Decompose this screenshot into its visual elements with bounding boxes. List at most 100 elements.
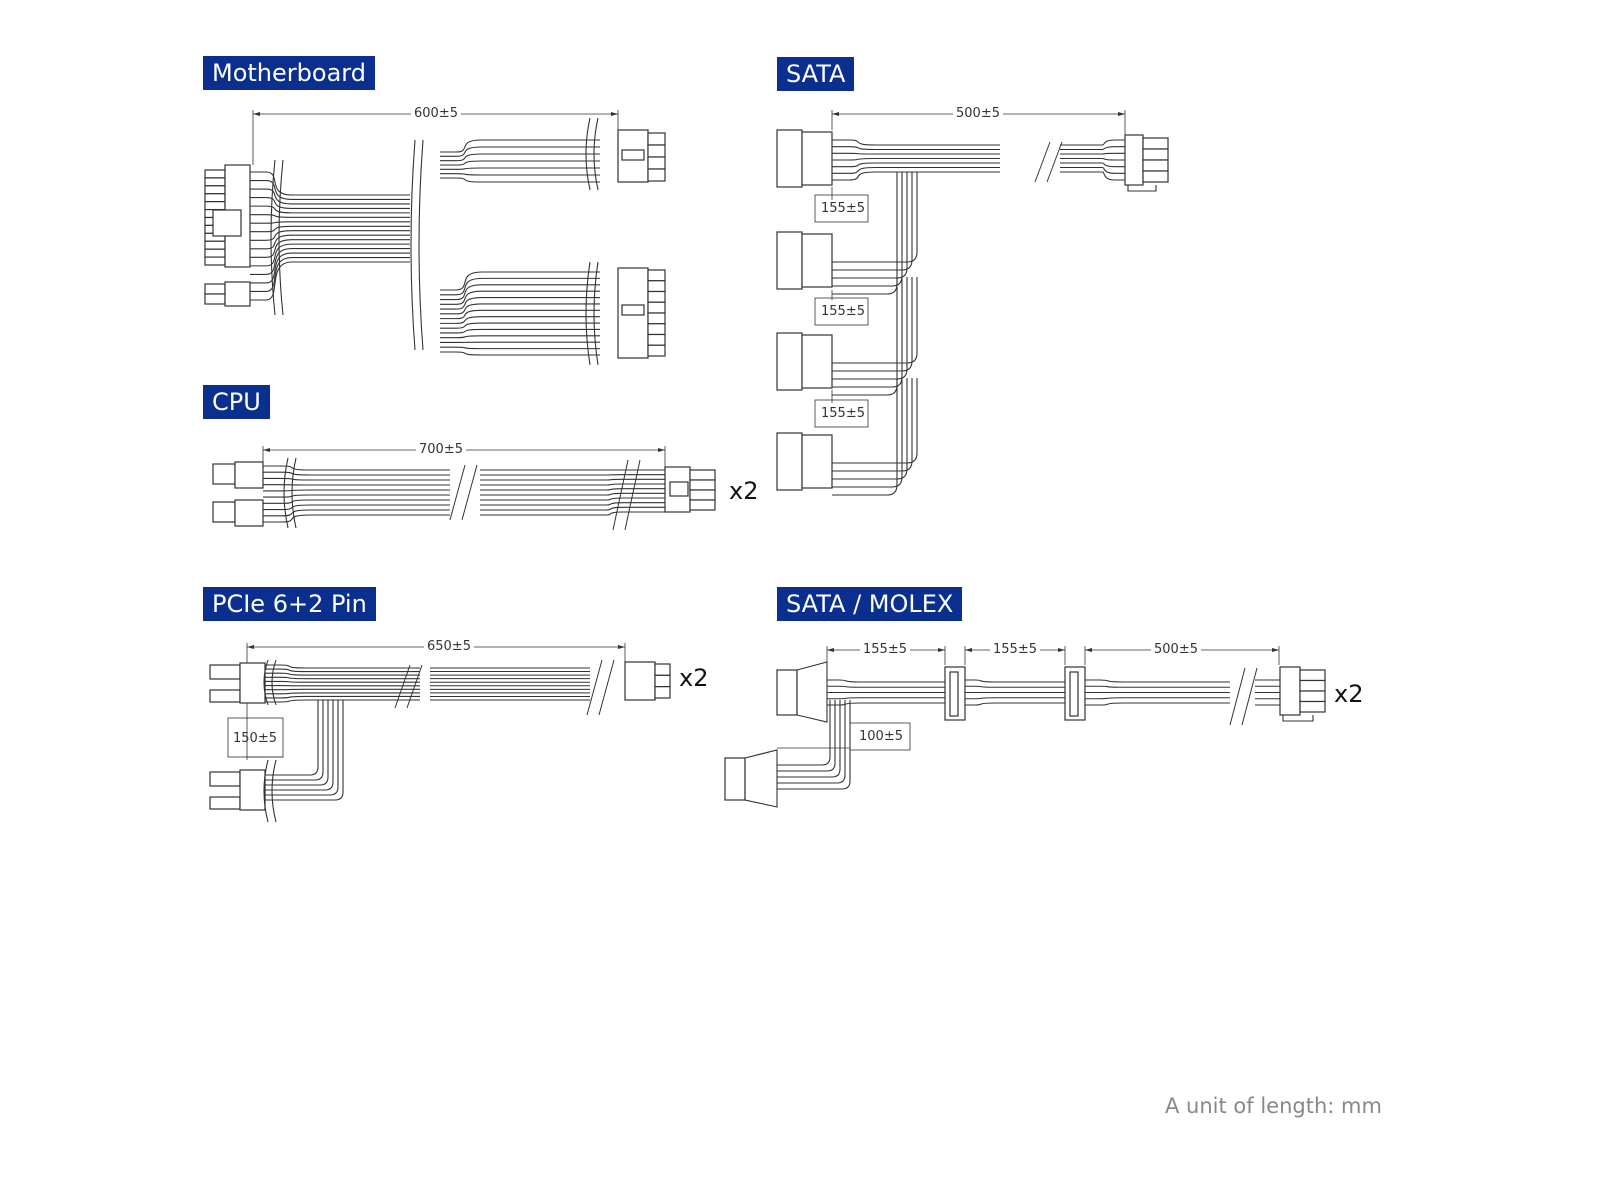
- cpu-wire: [263, 504, 450, 511]
- molex-branch-wire: [777, 700, 841, 778]
- cpu-title: CPU: [203, 385, 270, 419]
- motherboard-wire: [440, 290, 600, 305]
- sata-wire: [1100, 152, 1125, 155]
- pcie-wire: [265, 672, 420, 676]
- break-mark: [1241, 667, 1258, 726]
- connector-pin: [654, 663, 671, 676]
- sata-wire: [832, 139, 1000, 146]
- pcie-wire: [265, 699, 420, 703]
- break-mark: [270, 159, 276, 316]
- break-mark: [461, 464, 478, 521]
- atx24-pin: [204, 240, 226, 250]
- motherboard-wire: [440, 271, 600, 291]
- motherboard-wire: [250, 243, 410, 267]
- sata-dim-branch-1: 155±5: [821, 201, 865, 216]
- pcie-branch-wire: [265, 700, 324, 781]
- sata-wire: [1100, 162, 1125, 168]
- connector-pin: [647, 344, 666, 357]
- pcie-branch-wire: [265, 700, 329, 786]
- cpu-wire: [600, 492, 665, 496]
- sata-connector-body: [801, 233, 833, 288]
- sata-wire: [832, 162, 1000, 168]
- sata-molex-wire: [827, 679, 945, 683]
- pcie-wire: [265, 664, 420, 669]
- pcie-title: PCIe 6+2 Pin: [203, 587, 376, 621]
- sata-molex-dim-3: 500±5: [1151, 642, 1201, 658]
- motherboard-wire: [250, 239, 410, 258]
- atx4-pin: [204, 283, 226, 295]
- cpu-wire: [263, 471, 450, 476]
- atx24-latch: [212, 209, 242, 237]
- motherboard-wire: [250, 188, 410, 205]
- motherboard-wire: [250, 225, 410, 233]
- connector-pin: [1142, 148, 1169, 161]
- pcie-wire: [265, 676, 420, 680]
- sata-dim-length: 500±5: [953, 106, 1003, 122]
- cpu-wire: [600, 488, 665, 491]
- motherboard-wire: [250, 171, 410, 196]
- connector-pin: [1299, 700, 1326, 713]
- connector-pin: [1142, 170, 1169, 183]
- sata-connector-1: [776, 129, 803, 188]
- cpu-wire: [600, 502, 665, 506]
- sata-dim-branch-3: 155±5: [821, 406, 865, 421]
- break-mark: [1229, 667, 1246, 726]
- break-mark: [585, 117, 591, 191]
- dimension-box: [814, 194, 869, 223]
- cpu-connector-a: [234, 461, 264, 489]
- motherboard-title: Motherboard: [203, 56, 375, 90]
- connector-pin: [1299, 690, 1326, 703]
- pcie-wire: [265, 668, 420, 673]
- atx4-pin: [204, 293, 226, 305]
- pcie-branch-wire: [265, 700, 319, 776]
- sata-connector-body: [801, 334, 833, 389]
- pcie-multiplier: x2: [679, 664, 709, 692]
- sata-wire: [832, 146, 1000, 151]
- connector-pin: [647, 144, 666, 158]
- pcie-pin-2: [209, 796, 241, 810]
- sata-molex-title: SATA / MOLEX: [777, 587, 963, 621]
- unit-note: A unit of length: mm: [1165, 1094, 1382, 1118]
- pcie-wire: [265, 695, 420, 699]
- sata-wire: [832, 157, 1000, 161]
- sata-wire: [1100, 171, 1125, 181]
- motherboard-wire: [440, 153, 600, 162]
- connector-pin: [654, 686, 671, 699]
- atx-split-latch: [621, 304, 645, 316]
- motherboard-wire: [250, 214, 410, 218]
- break-mark: [593, 261, 599, 366]
- pcie-pin-2: [209, 689, 241, 703]
- sata-branch-wire: [832, 277, 898, 396]
- sata-connector-2: [776, 231, 803, 290]
- sata-connector-body: [801, 131, 833, 186]
- sata-wire: [1100, 139, 1125, 146]
- connector-pin: [647, 168, 666, 182]
- motherboard-wire: [440, 303, 600, 315]
- pcie-pin-6: [209, 771, 241, 787]
- break-mark: [263, 659, 269, 706]
- molex-branch-wire: [777, 700, 846, 784]
- cpu-multiplier: x2: [729, 477, 759, 505]
- sata-molex-wire: [827, 702, 945, 706]
- sata-wire: [1100, 166, 1125, 174]
- motherboard-wire: [250, 197, 410, 209]
- break-mark: [271, 759, 277, 823]
- break-mark: [283, 457, 289, 529]
- connector-pin: [647, 132, 666, 146]
- motherboard-wire: [440, 277, 600, 296]
- motherboard-wire: [440, 316, 600, 324]
- connector-pin: [647, 290, 666, 303]
- sata-molex-wire: [1085, 697, 1230, 700]
- motherboard-wire: [250, 256, 410, 293]
- motherboard-wire: [250, 252, 410, 284]
- pcie-wire: [265, 680, 420, 683]
- motherboard-wire: [440, 284, 600, 301]
- break-mark: [593, 117, 599, 191]
- break-mark: [585, 261, 591, 366]
- sata-branch-wire: [832, 172, 913, 271]
- cpu-wire: [600, 506, 665, 511]
- atx24-pin: [204, 201, 226, 211]
- sata-connector-4: [776, 432, 803, 491]
- break-mark: [263, 759, 269, 823]
